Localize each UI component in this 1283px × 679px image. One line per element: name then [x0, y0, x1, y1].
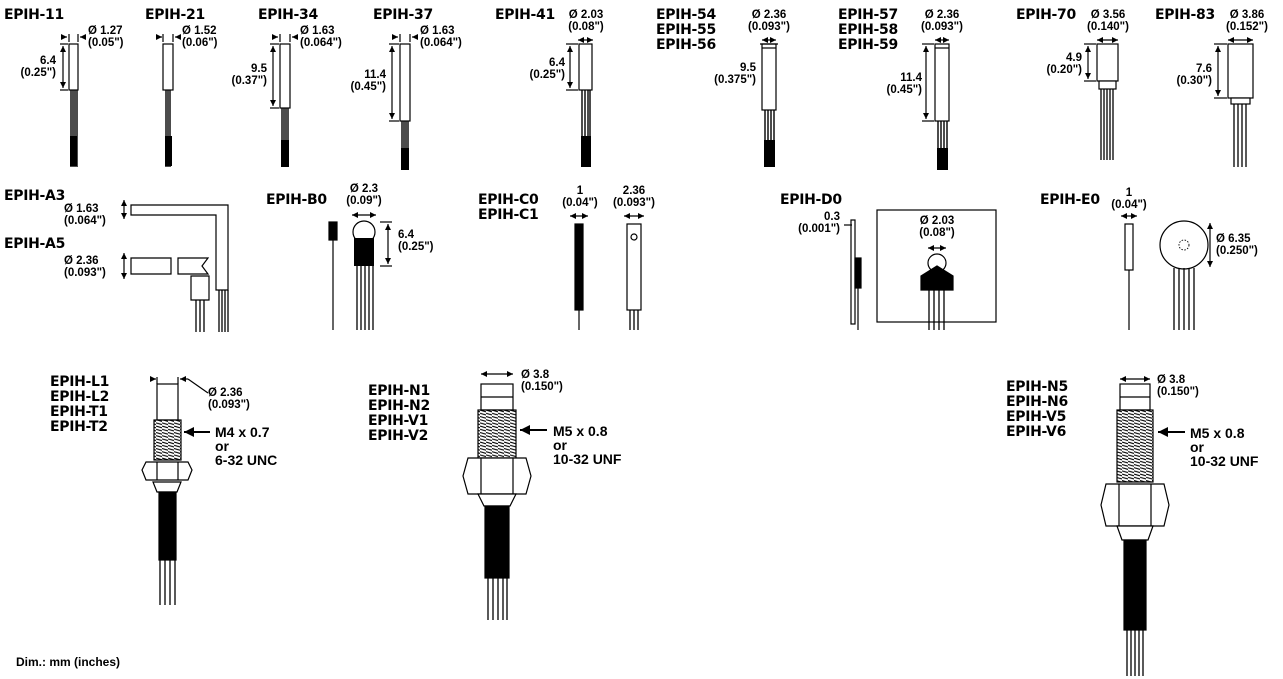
- model-label-epih-a5: EPIH-A5: [4, 236, 66, 252]
- model-label-epih-e0: EPIH-E0: [1040, 192, 1100, 208]
- dim-diameter-epih-b0: Ø 2.3(0.09"): [346, 183, 382, 207]
- dim-diameter-epih-n1: Ø 3.8(0.150"): [521, 369, 563, 393]
- dim-length-epih-70: 4.9(0.20"): [1046, 52, 1083, 76]
- epih-41-drawing: [566, 37, 593, 167]
- epih-37-drawing: [389, 34, 418, 170]
- model-label-epih-11: EPIH-11: [4, 7, 64, 23]
- dim-length-epih-41: 6.4(0.25"): [529, 57, 566, 81]
- model-label-epih-21: EPIH-21: [145, 7, 205, 23]
- model-label-epih-37: EPIH-37: [373, 7, 433, 23]
- dim-thickness-epih-d0: 0.3(0.001"): [798, 211, 840, 235]
- dim-length-epih-57: 11.4(0.45"): [886, 72, 923, 96]
- model-label-epih-41: EPIH-41: [495, 7, 555, 23]
- epih-c-drawing: [570, 213, 644, 330]
- epih-21-drawing: [156, 34, 181, 167]
- dim-width-epih-c: 2.36(0.093"): [613, 185, 655, 209]
- dim-length-epih-b0: 6.4(0.25"): [398, 229, 434, 253]
- epih-57-drawing: [922, 37, 950, 170]
- dim-length-epih-34: 9.5(0.37"): [231, 63, 268, 87]
- model-label-epih-b0: EPIH-B0: [266, 192, 327, 208]
- epih-83-drawing: [1214, 37, 1254, 167]
- dim-diameter-epih-37: Ø 1.63(0.064"): [420, 25, 462, 49]
- model-label-epih-70: EPIH-70: [1016, 7, 1076, 23]
- dim-diameter-epih-a5: Ø 2.36(0.093"): [64, 255, 106, 279]
- dim-length-epih-11: 6.4(0.25"): [20, 55, 57, 79]
- dim-diameter-epih-11: Ø 1.27(0.05"): [88, 25, 124, 49]
- dim-diameter-epih-21: Ø 1.52(0.06"): [182, 25, 218, 49]
- epih-70-drawing: [1084, 37, 1119, 160]
- dim-diameter-epih-57: Ø 2.36(0.093"): [921, 9, 963, 33]
- epih-54-drawing: [760, 37, 778, 167]
- dim-thickness-epih-c: 1(0.04"): [562, 185, 598, 209]
- epih-e0-drawing: [1121, 213, 1213, 330]
- epih-n5-drawing: [1100, 376, 1185, 676]
- epih-11-drawing: [60, 34, 86, 167]
- dim-thickness-epih-e0: 1(0.04"): [1111, 187, 1147, 211]
- dim-length-epih-37: 11.4(0.45"): [350, 69, 387, 93]
- epih-d0-drawing: [844, 209, 997, 330]
- epih-34-drawing: [270, 34, 298, 167]
- epih-a-drawing: [121, 200, 229, 332]
- dim-diameter-epih-83: Ø 3.86(0.152"): [1226, 9, 1268, 33]
- dim-length-epih-83: 7.6(0.30"): [1176, 63, 1213, 87]
- dim-diameter-epih-d0: Ø 2.03(0.08"): [919, 215, 955, 239]
- dim-diameter-epih-41: Ø 2.03(0.08"): [568, 9, 604, 33]
- dim-length-epih-54: 9.5(0.375"): [714, 62, 756, 86]
- dim-diameter-epih-e0: Ø 6.35(0.250"): [1216, 233, 1258, 257]
- dim-diameter-epih-34: Ø 1.63(0.064"): [300, 25, 342, 49]
- dim-diameter-epih-70: Ø 3.56(0.140"): [1087, 9, 1129, 33]
- dim-diameter-epih-a3: Ø 1.63(0.064"): [64, 203, 106, 227]
- model-label-epih-d0: EPIH-D0: [780, 192, 842, 208]
- dim-diameter-epih-l: Ø 2.36(0.093"): [208, 387, 250, 411]
- model-label-epih-83: EPIH-83: [1155, 7, 1215, 23]
- epih-l-drawing: [141, 376, 210, 605]
- epih-b0-drawing: [328, 212, 392, 330]
- model-label-epih-34: EPIH-34: [258, 7, 318, 23]
- dimension-units-note: Dim.: mm (inches): [16, 655, 121, 669]
- dim-diameter-epih-n5: Ø 3.8(0.150"): [1157, 374, 1199, 398]
- epih-n1-drawing: [462, 371, 547, 620]
- model-label-epih-a3: EPIH-A3: [4, 188, 66, 204]
- dim-diameter-epih-54: Ø 2.36(0.093"): [748, 9, 790, 33]
